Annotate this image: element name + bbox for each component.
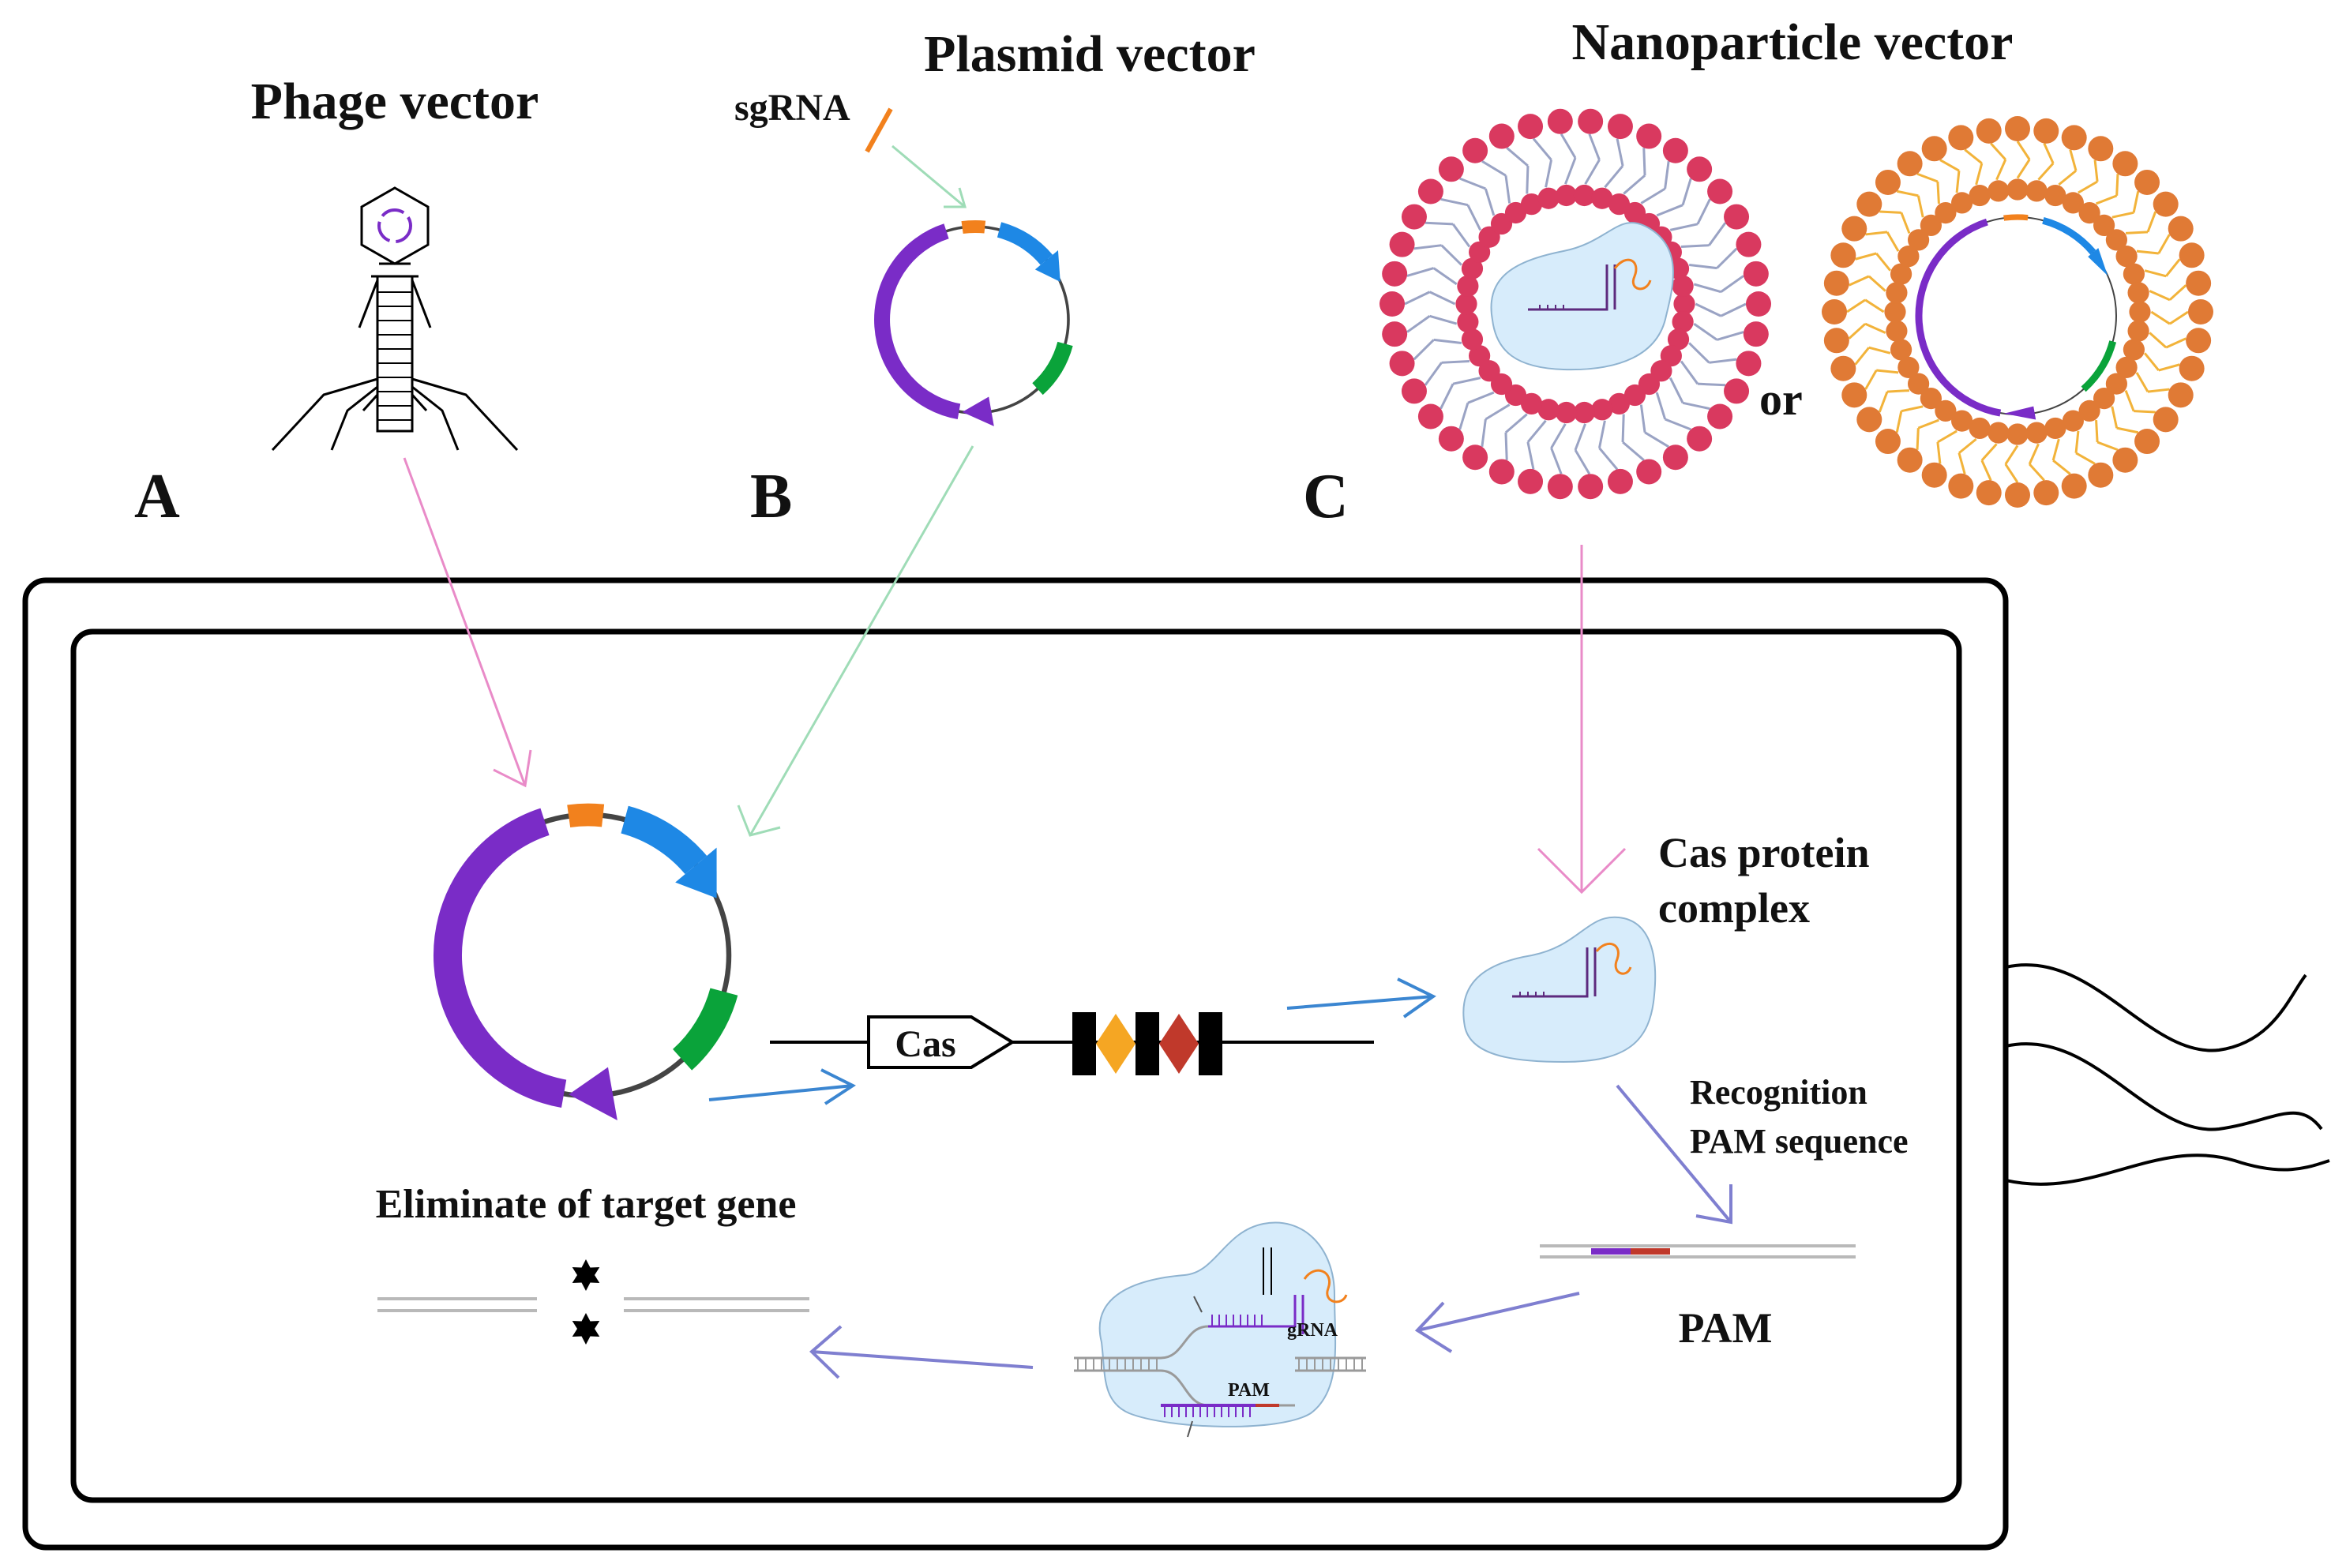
flagella [2005,963,2330,1186]
sgrna-label: sgRNA [734,87,850,129]
plasmid-large-icon [434,803,738,1120]
lipid-nanoparticle-plasmid [1822,116,2213,508]
grna-small-label: gRNA [1287,1320,1338,1341]
cut-dna-strands [377,1297,809,1312]
cas-cleavage-complex-icon [1074,1221,1366,1438]
cas-gene-cassette: Cas [770,1012,1374,1075]
arrow-cassette-to-protein [1286,977,1436,1018]
panel-label-c: C [1303,462,1349,531]
inner-cell-membrane [70,628,1962,1503]
eliminate-label: Eliminate of target gene [376,1182,797,1227]
arrow-plasmid-to-cell [749,445,974,836]
plasmid-in-nanoparticle-icon [1915,214,2117,420]
recognition-label-line2: PAM sequence [1690,1122,1909,1161]
cas-protein-in-nanoparticle-icon [1490,222,1674,371]
arrow-protein-to-pam [1616,1084,1732,1225]
arrow-cleavage-to-elimination [809,1325,1034,1379]
arrow-plasmid-to-cassette [708,1068,857,1105]
plasmid-vector-title: Plasmid vector [924,25,1256,83]
phage-icon [271,186,519,452]
plasmid-small-icon [874,219,1073,426]
cas-protein-label-line2: complex [1658,884,1810,932]
pam-small-label: PAM [1228,1380,1270,1401]
sgrna-strand [865,107,893,153]
arrow-phage-to-plasmid-head [493,749,532,788]
cas-gene-label: Cas [895,1023,955,1065]
phage-vector-title: Phage vector [251,73,539,130]
arrow-phage-to-plasmid [403,457,527,786]
pam-dna-strand [1540,1244,1856,1259]
recognition-label-line1: Recognition [1690,1073,1867,1112]
or-label: or [1759,373,1803,425]
arrow-plasmid-to-cell-head [737,805,781,837]
arrow-sgrna-to-plasmid [891,144,966,208]
nanoparticle-vector-title: Nanoparticle vector [1572,13,2014,71]
cut-site-star-icons [572,1259,600,1345]
arrow-sgrna-to-plasmid-head [944,187,967,208]
pam-label: PAM [1679,1304,1773,1352]
cas-gene-box [867,1015,1015,1069]
panel-label-a: A [134,462,180,531]
arrow-nanoparticle-to-cell-head [1537,847,1627,895]
cas-protein-label-line1: Cas protein [1658,829,1870,876]
panel-label-b: B [750,462,792,531]
outer-cell-membrane [22,577,2009,1551]
arrow-pam-to-cleavage [1414,1292,1580,1353]
cas-protein-complex-icon [1462,916,1657,1063]
lipid-nanoparticle-protein [1379,108,1771,500]
